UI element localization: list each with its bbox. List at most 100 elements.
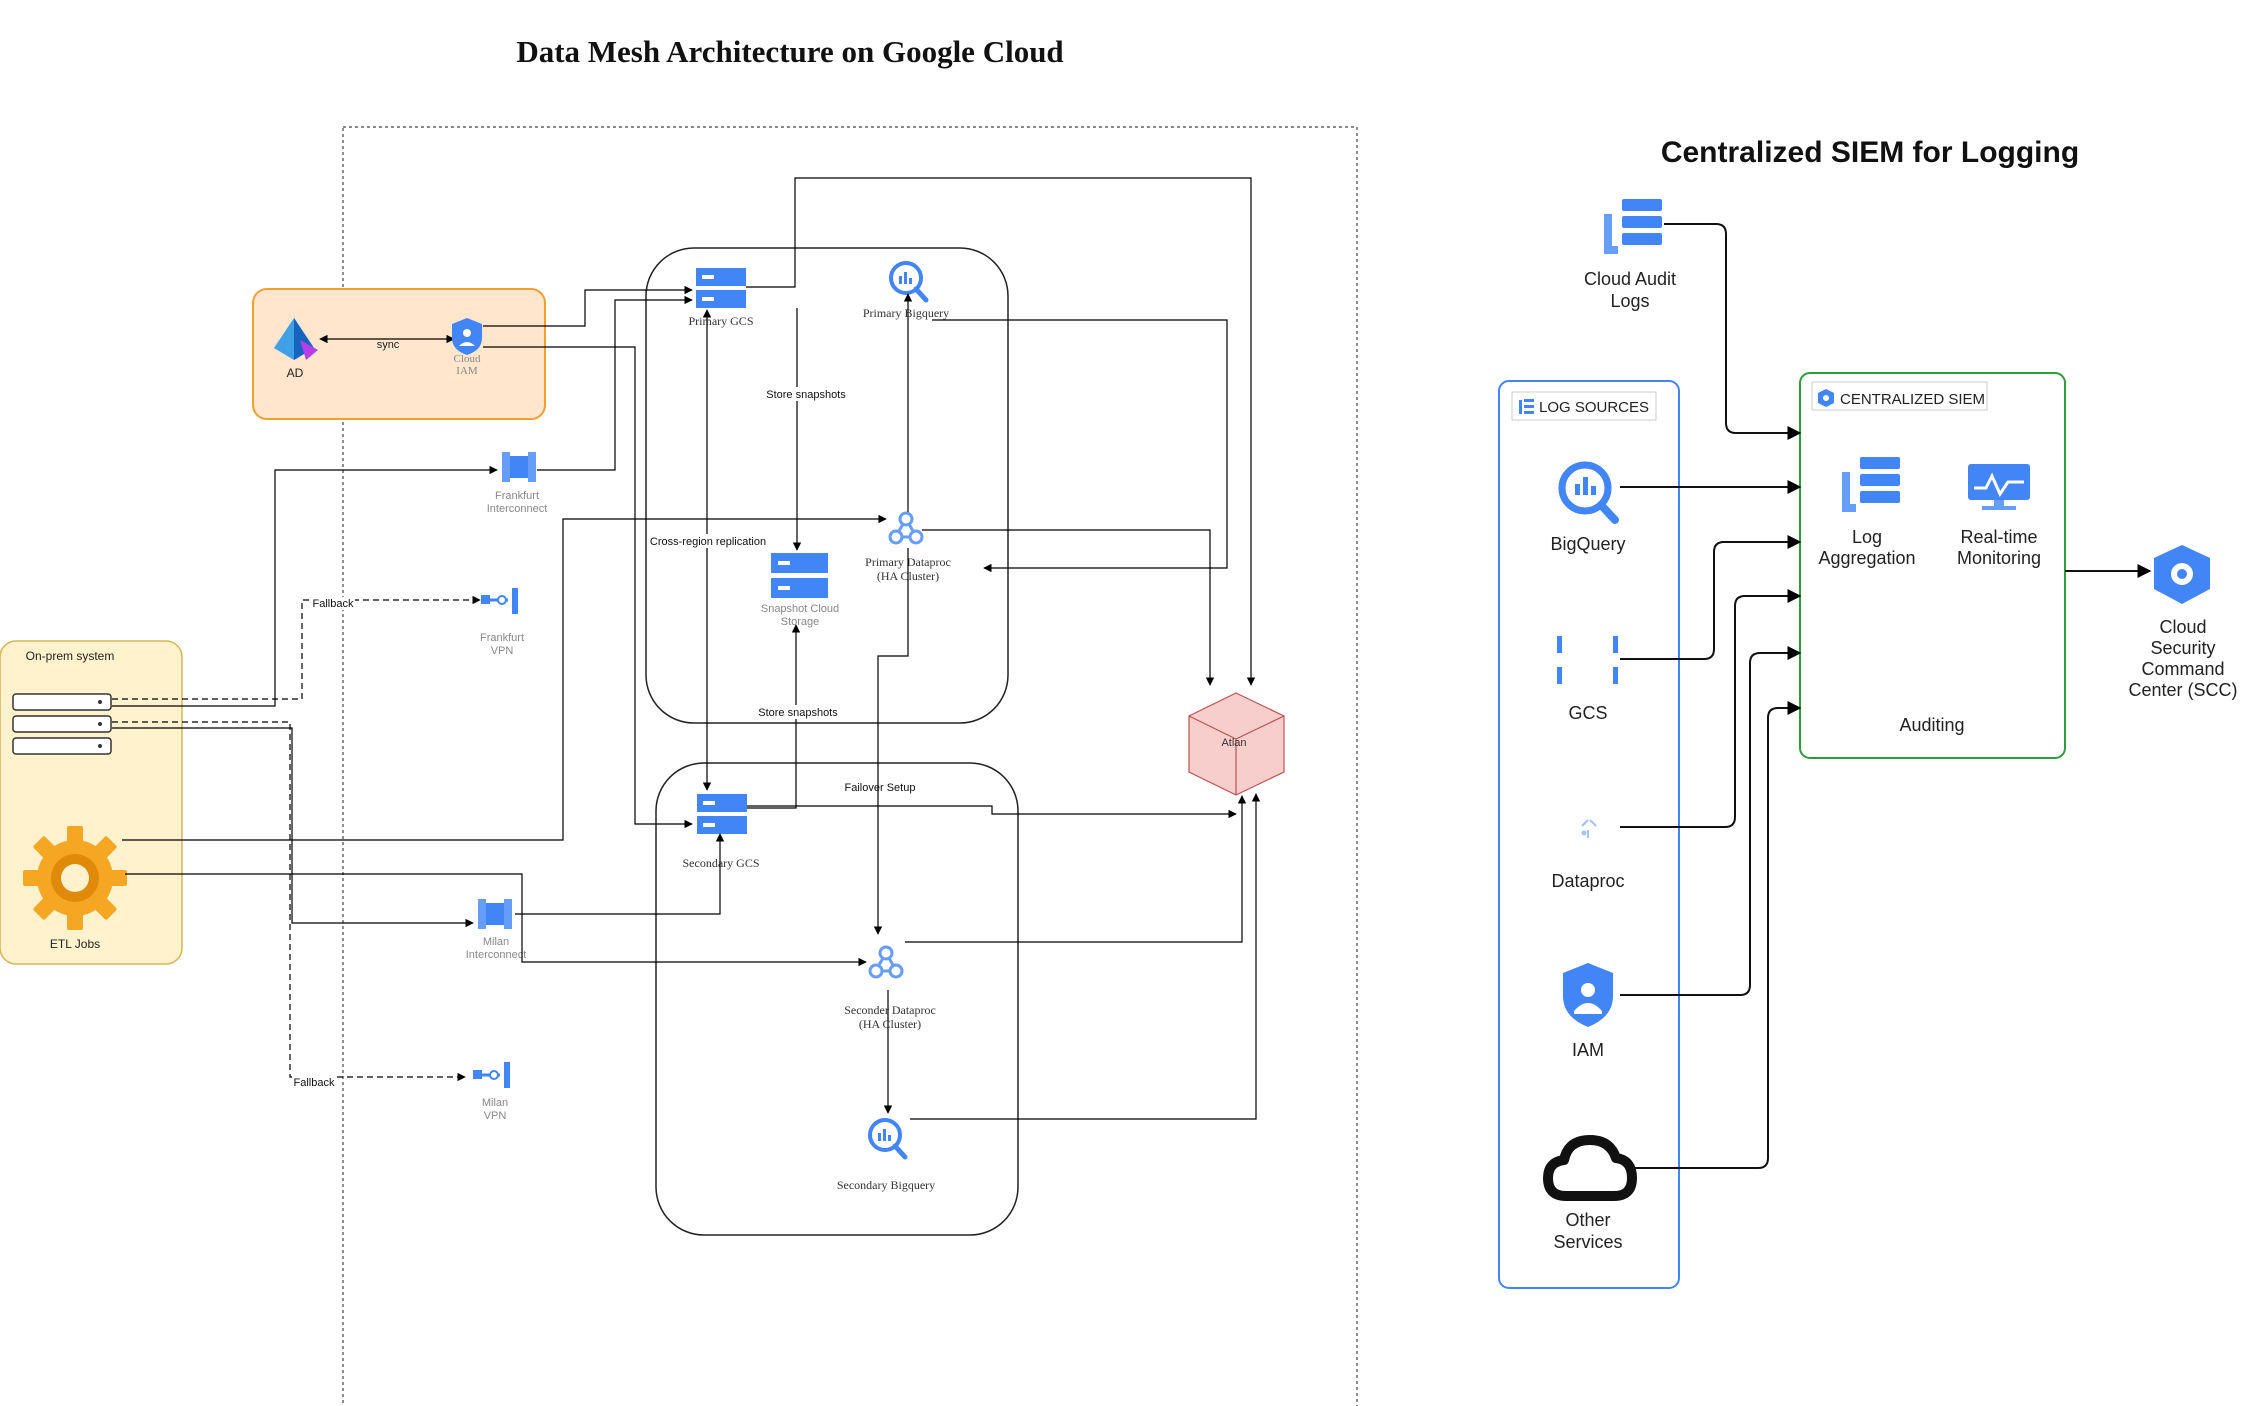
secondary-dataproc-icon (868, 945, 904, 979)
active-directory-icon (274, 318, 318, 360)
edge-store-snapshots-bottom (747, 624, 801, 809)
frankfurt-interconnect-icon (502, 452, 536, 482)
fallback-edges (112, 595, 481, 1082)
edge-etl-to-primary-dataproc (122, 514, 887, 841)
edge-secondary-dataproc-to-atlan (905, 795, 1247, 943)
edge-primary-to-secondary-dataproc (873, 548, 909, 935)
edge-milan-interconnect-to-secondary-gcs (515, 833, 725, 915)
iam-source-shield-icon (1563, 963, 1613, 1027)
edge-other-services-to-siem (1635, 701, 1802, 1169)
scc-label-1: Cloud (2159, 617, 2206, 637)
secondary-dataproc-label-2: (HA Cluster) (859, 1017, 921, 1031)
atlan-cube (1188, 692, 1285, 796)
other-services-label-2: Services (1553, 1232, 1622, 1252)
cloud-iam-shield-icon (452, 318, 482, 355)
realtime-monitoring-icon (1968, 464, 2030, 510)
centralized-siem-group (1799, 372, 2066, 759)
gcs-source-label: GCS (1568, 703, 1607, 723)
milan-vpn-icon (473, 1062, 510, 1088)
onprem-server-rack-icon (12, 693, 112, 755)
edge-onprem-to-milan-interconnect (112, 727, 474, 928)
security-command-center-icon (2154, 545, 2210, 604)
primary-gcs-label: Primary GCS (688, 314, 753, 328)
log-sources-group (1498, 380, 1680, 1289)
edge-audit-logs-to-siem (1664, 223, 1802, 440)
secondary-gcs-storage-icon (697, 794, 747, 834)
siem-header-icon (1818, 389, 1834, 407)
frankfurt-vpn-label-1: Frankfurt (480, 632, 524, 644)
etl-jobs-label: ETL Jobs (50, 937, 100, 951)
siem-header: CENTRALIZED SIEM (1840, 391, 1985, 408)
log-sources-header: LOG SOURCES (1539, 399, 1649, 416)
onprem-system-box (0, 640, 183, 965)
scc-label-4: Center (SCC) (2128, 680, 2237, 700)
frankfurt-vpn-label-2: VPN (491, 645, 514, 657)
other-services-cloud-icon (1543, 1135, 1637, 1201)
edge-primary-gcs-to-atlan-loop (746, 177, 1256, 686)
log-aggregation-icon (1842, 457, 1900, 512)
edge-fallback-milan-vpn (112, 721, 466, 1082)
secondary-gcs-label: Secondary GCS (683, 856, 760, 870)
bigquery-source-label: BigQuery (1550, 534, 1625, 554)
iam-source-label: IAM (1572, 1040, 1604, 1060)
primary-bigquery-label: Primary Bigquery (863, 306, 949, 320)
edge-etl-to-secondary-dataproc (125, 873, 867, 967)
fallback-top-label: Fallback (313, 598, 354, 610)
secondary-bigquery-label: Secondary Bigquery (837, 1178, 935, 1192)
snapshot-storage-icon (771, 553, 828, 598)
store-snapshots-top-label: Store snapshots (766, 389, 846, 401)
snapshot-storage-label-2: Storage (781, 616, 820, 628)
edge-dataproc-to-siem (1620, 589, 1802, 828)
dataproc-source-icon (1581, 819, 1597, 838)
right-diagram-title: Centralized SIEM for Logging (1661, 136, 2079, 169)
primary-bigquery-icon (889, 261, 929, 303)
cloud-iam-label-2: IAM (456, 365, 478, 377)
secondary-bigquery-icon (868, 1118, 908, 1160)
cloud-iam-label-1: Cloud (454, 353, 481, 365)
primary-dataproc-icon (888, 511, 924, 545)
failover-setup-label: Failover Setup (845, 782, 916, 794)
milan-interconnect-label-2: Interconnect (466, 949, 527, 961)
milan-interconnect-label-1: Milan (483, 936, 509, 948)
scc-label-3: Command (2141, 659, 2224, 679)
cloud-audit-logs-label-2: Logs (1610, 291, 1649, 311)
left-diagram-edges (112, 177, 1261, 1120)
atlan-label: Atlan (1221, 737, 1246, 749)
milan-interconnect-icon (478, 899, 512, 929)
other-services-label-1: Other (1565, 1210, 1610, 1230)
dataproc-source-label: Dataproc (1551, 871, 1624, 891)
gcs-source-icon (1557, 636, 1618, 684)
edge-primary-dataproc-to-atlan (922, 529, 1215, 686)
frankfurt-interconnect-label-2: Interconnect (487, 503, 548, 515)
cloud-audit-logs-label-1: Cloud Audit (1584, 269, 1676, 289)
log-aggregation-label-2: Aggregation (1818, 548, 1915, 568)
fallback-bottom-label: Fallback (294, 1077, 335, 1089)
onprem-system-label: On-prem system (26, 649, 115, 663)
edge-gcs-to-siem (1620, 535, 1802, 660)
primary-region-box (645, 247, 1009, 724)
etl-jobs-gear-icon (23, 826, 127, 930)
secondary-region-box (655, 762, 1019, 1236)
frankfurt-vpn-icon (481, 588, 518, 614)
right-diagram-edges (1620, 223, 2152, 1169)
google-cloud-boundary (342, 126, 1358, 1406)
store-snapshots-bottom-label: Store snapshots (758, 707, 838, 719)
sync-label: sync (377, 339, 400, 351)
cross-region-replication-label: Cross-region replication (650, 536, 766, 548)
log-aggregation-label-1: Log (1852, 527, 1882, 547)
milan-vpn-label-2: VPN (484, 1110, 507, 1122)
edge-fallback-frankfurt-vpn (112, 595, 481, 700)
milan-vpn-label-1: Milan (482, 1097, 508, 1109)
edge-frankfurt-to-primary-gcs (537, 295, 693, 471)
edge-failover-setup (747, 805, 1237, 819)
cloud-audit-logs-icon (1604, 199, 1662, 254)
snapshot-storage-label-1: Snapshot Cloud (761, 603, 839, 615)
log-sources-header-icon (1519, 399, 1534, 414)
ad-label: AD (287, 366, 304, 380)
bigquery-source-icon (1558, 461, 1619, 524)
scc-label-2: Security (2150, 638, 2215, 658)
auditing-label: Auditing (1899, 715, 1964, 735)
edge-iam-to-primary-gcs (483, 285, 693, 327)
log-sources-header-box (1511, 391, 1657, 421)
